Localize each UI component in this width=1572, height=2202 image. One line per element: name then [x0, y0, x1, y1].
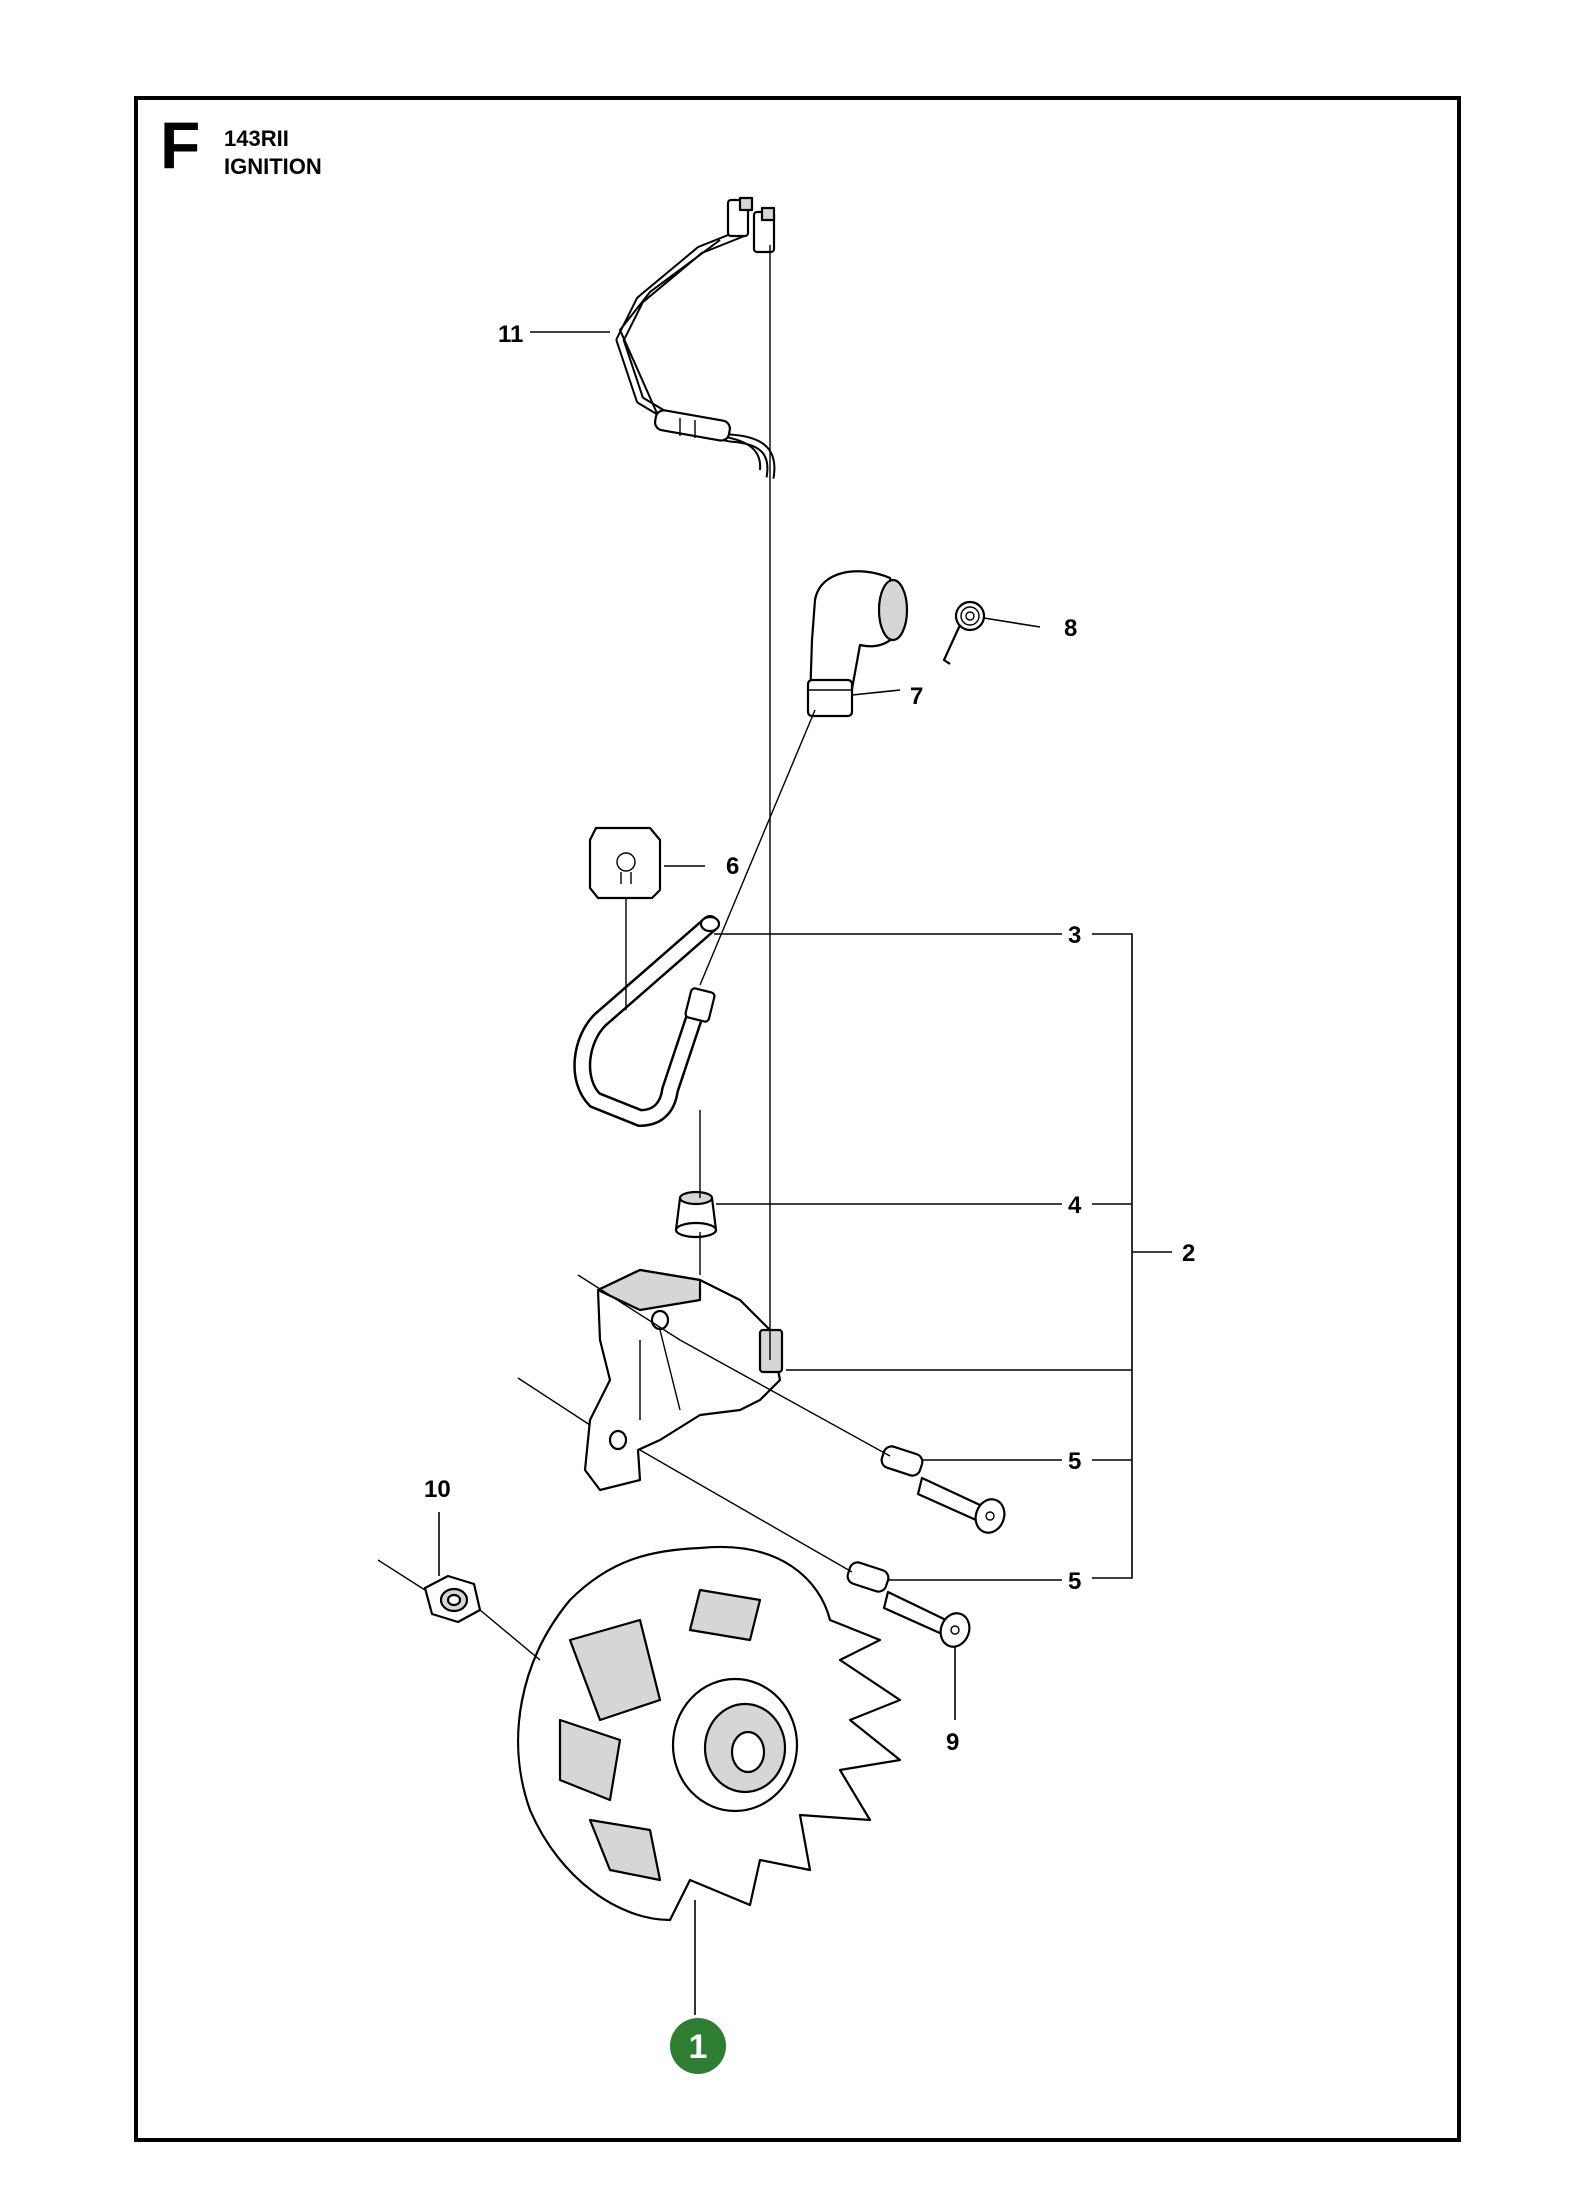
callout-10: 10: [424, 1476, 451, 1503]
part-8-spring[interactable]: [942, 600, 986, 665]
callout-8: 8: [1064, 615, 1077, 642]
callout-2: 2: [1182, 1240, 1195, 1267]
callout-1-badge[interactable]: 1: [670, 2018, 726, 2074]
leader-lines: [438, 331, 1172, 2015]
part-10-nut[interactable]: [423, 1574, 482, 1624]
section-title: IGNITION: [224, 154, 322, 179]
part-11-ignition-wire[interactable]: [615, 196, 776, 479]
callout-4: 4: [1068, 1192, 1082, 1219]
callout-1: 1: [689, 2028, 708, 2066]
part-1-flywheel[interactable]: [517, 1545, 902, 1922]
callout-3: 3: [1068, 922, 1081, 949]
part-6-holder[interactable]: [588, 826, 662, 900]
part-7-spark-plug-cap[interactable]: [806, 570, 909, 718]
section-letter: F: [160, 108, 201, 182]
part-5-sleeve-upper[interactable]: [880, 1444, 925, 1477]
model-name: 143RII: [224, 126, 289, 151]
part-4-grommet[interactable]: [674, 1190, 718, 1239]
callout-5-upper: 5: [1068, 1448, 1081, 1475]
callout-5-lower: 5: [1068, 1568, 1081, 1595]
diagram-frame: [134, 96, 1461, 2142]
part-3-ht-lead[interactable]: [573, 915, 721, 1128]
part-9-screw-lower[interactable]: [882, 1590, 974, 1651]
callout-6: 6: [726, 853, 739, 880]
callout-7: 7: [910, 683, 923, 710]
part-9-screw-upper[interactable]: [916, 1476, 1009, 1537]
callout-9: 9: [946, 1729, 959, 1756]
callout-11: 11: [498, 321, 523, 348]
part-2-ignition-module[interactable]: [583, 1268, 784, 1492]
part-5-sleeve-lower[interactable]: [846, 1560, 891, 1593]
